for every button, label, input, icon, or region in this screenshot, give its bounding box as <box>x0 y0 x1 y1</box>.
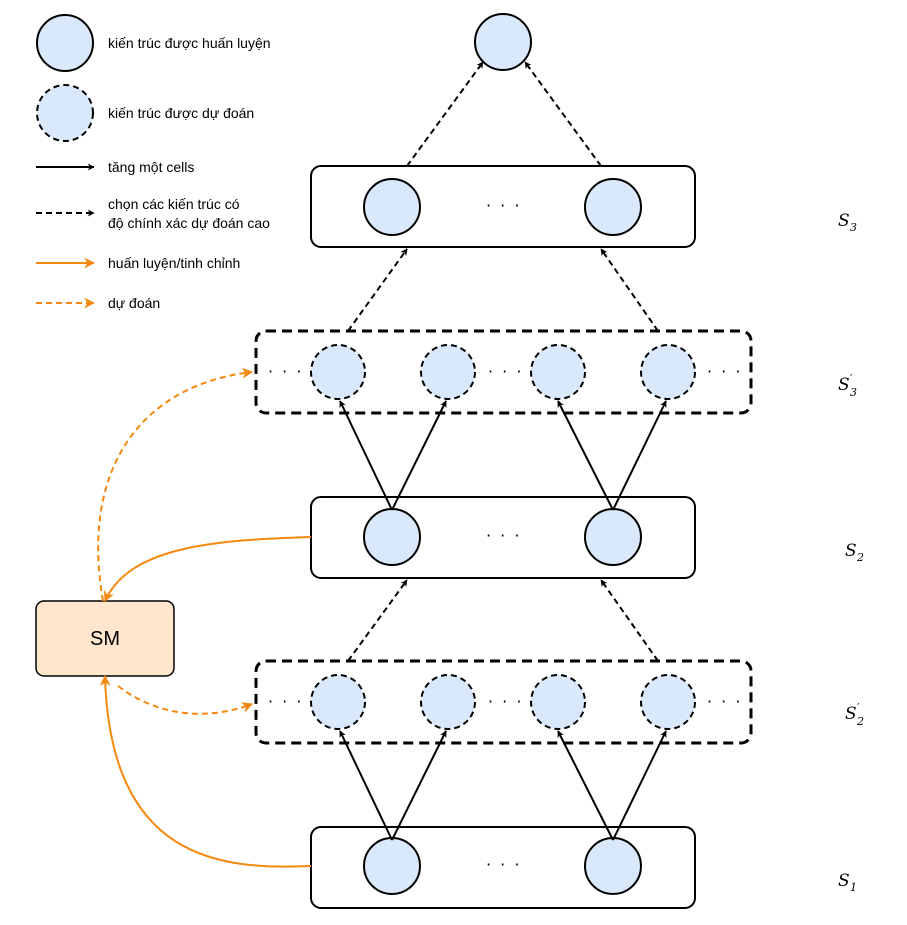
s3p-node-4 <box>640 344 696 400</box>
svg-text:2: 2 <box>856 551 864 564</box>
s3p-node-3 <box>530 344 586 400</box>
select-arrow-s2-left <box>347 579 408 662</box>
grow-arrow-s2-d <box>612 400 667 511</box>
selection-arrows <box>347 61 659 662</box>
select-arrow-s2-right <box>600 579 659 662</box>
legend-predicted-node-icon <box>36 84 94 142</box>
surrogate-model-label: SM <box>90 628 120 650</box>
stage-s2-subscript: 2 <box>856 551 864 564</box>
svg-text:3: 3 <box>850 386 857 399</box>
svg-text:S: S <box>838 211 850 231</box>
stage-label-s2: S 2 <box>845 541 864 564</box>
s2p-node-1 <box>310 674 366 730</box>
select-arrow-top-right <box>524 61 602 167</box>
final-architecture-node <box>474 13 532 71</box>
stage-s3p-prime: ′ <box>850 372 853 385</box>
svg-text:3: 3 <box>850 221 857 234</box>
s2p-ellipsis-left: · · · <box>268 692 303 711</box>
legend-trained-node-icon <box>36 14 94 72</box>
select-arrow-s3-left <box>347 248 408 332</box>
s3p-ellipsis-left: · · · <box>268 362 303 381</box>
s2-node-right <box>584 508 642 566</box>
s2p-node-2 <box>420 674 476 730</box>
s2p-ellipsis-mid: · · · <box>488 692 523 711</box>
stage-label-s3-prime: S ′ 3 <box>838 372 857 399</box>
train-arrow-from-s1 <box>99 674 312 868</box>
legend-select-label-line2: độ chính xác dự đoán cao <box>108 215 270 231</box>
svg-text:S: S <box>838 375 850 395</box>
stage-s2-prime-box <box>254 659 753 745</box>
legend-trained-label: kiến trúc được huấn luyện <box>108 35 271 51</box>
svg-text:S: S <box>845 541 857 561</box>
s1-node-left <box>363 837 421 895</box>
predict-arrow-to-s2p <box>117 685 254 715</box>
s2p-ellipsis-right: · · · <box>707 692 742 711</box>
s3-node-right <box>584 178 642 236</box>
s1-node-right <box>584 837 642 895</box>
s2p-node-3 <box>530 674 586 730</box>
stage-s2p-letter: S <box>845 704 857 724</box>
legend-train-label: huấn luyện/tinh chỉnh <box>108 255 240 271</box>
svg-text:S: S <box>845 704 857 724</box>
s3-ellipsis: · · · <box>486 196 521 215</box>
svg-text:2: 2 <box>856 715 864 728</box>
grow-arrow-s1-a <box>339 730 393 841</box>
stage-s3-letter: S <box>838 211 850 231</box>
add-cell-arrows <box>339 400 667 841</box>
stage-s2p-prime: ′ <box>857 701 860 714</box>
grow-arrow-s1-c <box>557 730 614 841</box>
grow-arrow-s2-c <box>557 400 614 511</box>
predict-arrow-to-s3p <box>97 367 254 602</box>
svg-text:S: S <box>838 871 850 891</box>
legend-predict-label: dự đoán <box>108 295 160 311</box>
stage-s3-subscript: 3 <box>850 221 857 234</box>
stage-label-s2-prime: S ′ 2 <box>845 701 864 728</box>
stage-s3p-subscript: 3 <box>850 386 857 399</box>
grow-arrow-s1-d <box>612 730 667 841</box>
stage-s3-prime-box <box>254 329 753 415</box>
stage-s2p-subscript: 2 <box>856 715 864 728</box>
s2-ellipsis: · · · <box>486 526 521 545</box>
stage-label-s1: S 1 <box>838 871 857 894</box>
s2-node-left <box>363 508 421 566</box>
svg-text:′: ′ <box>850 372 853 385</box>
s2p-node-4 <box>640 674 696 730</box>
s1-ellipsis: · · · <box>486 855 521 874</box>
select-arrow-top-left <box>406 61 484 167</box>
s3p-ellipsis-mid: · · · <box>488 362 523 381</box>
s3p-node-2 <box>420 344 476 400</box>
grow-arrow-s2-a <box>339 400 393 511</box>
s3p-node-1 <box>310 344 366 400</box>
s3p-ellipsis-right: · · · <box>707 362 742 381</box>
stage-s1-subscript: 1 <box>850 881 857 894</box>
legend-select-label-line1: chọn các kiến trúc có <box>108 196 240 212</box>
svg-text:′: ′ <box>857 701 860 714</box>
legend: kiến trúc được huấn luyện kiến trúc được… <box>36 14 271 311</box>
svg-text:1: 1 <box>850 881 857 894</box>
legend-add-cell-label: tăng một cells <box>108 159 194 175</box>
stage-s1-letter: S <box>838 871 850 891</box>
select-arrow-s3-right <box>600 248 659 332</box>
train-arrow-from-s2 <box>104 536 312 603</box>
stage-s2-letter: S <box>845 541 857 561</box>
legend-predicted-label: kiến trúc được dự đoán <box>108 105 254 121</box>
sm-arrows <box>97 367 312 868</box>
grow-arrow-s2-b <box>391 400 447 511</box>
stage-label-s3: S 3 <box>838 211 857 234</box>
grow-arrow-s1-b <box>391 730 447 841</box>
stage-s3p-letter: S <box>838 375 850 395</box>
s3-node-left <box>363 178 421 236</box>
